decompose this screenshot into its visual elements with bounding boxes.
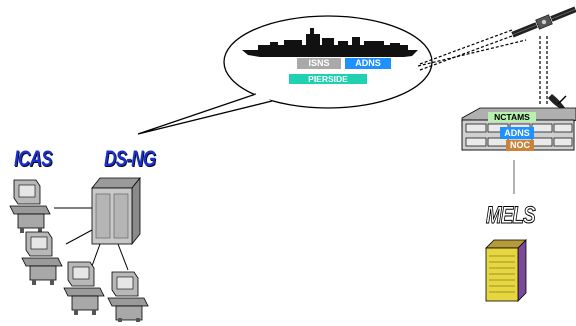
nctams-label: NCTAMS [494, 112, 530, 122]
mels-title: MELS [486, 202, 536, 230]
adns-ship-box [345, 58, 391, 69]
adns-shore-label: ADNS [504, 128, 530, 138]
nctams-box [488, 112, 536, 122]
workstation-icon [9, 179, 51, 233]
workstation-icon [21, 231, 63, 285]
noc-label: NOC [510, 140, 530, 150]
satellite-links [417, 29, 548, 106]
pierside-box [289, 74, 367, 84]
satellite-icon [511, 6, 576, 38]
ship-callout-bubble [137, 15, 433, 135]
dsng-title: DS-NG [104, 146, 156, 171]
storage-device-icon [485, 239, 527, 302]
ship-icon [242, 28, 418, 57]
server-rack-icon [91, 176, 141, 246]
rack-workstation-links [54, 207, 129, 271]
icas-title: ICAS [14, 146, 53, 171]
workstation-icon [63, 261, 105, 315]
workstation-icon [107, 271, 149, 322]
noc-box [506, 140, 534, 151]
isns-box [297, 58, 341, 69]
adns-shore-box [500, 127, 534, 139]
adns-ship-label: ADNS [355, 58, 381, 68]
pierside-label: PIERSIDE [308, 74, 348, 84]
isns-label: ISNS [308, 58, 330, 68]
